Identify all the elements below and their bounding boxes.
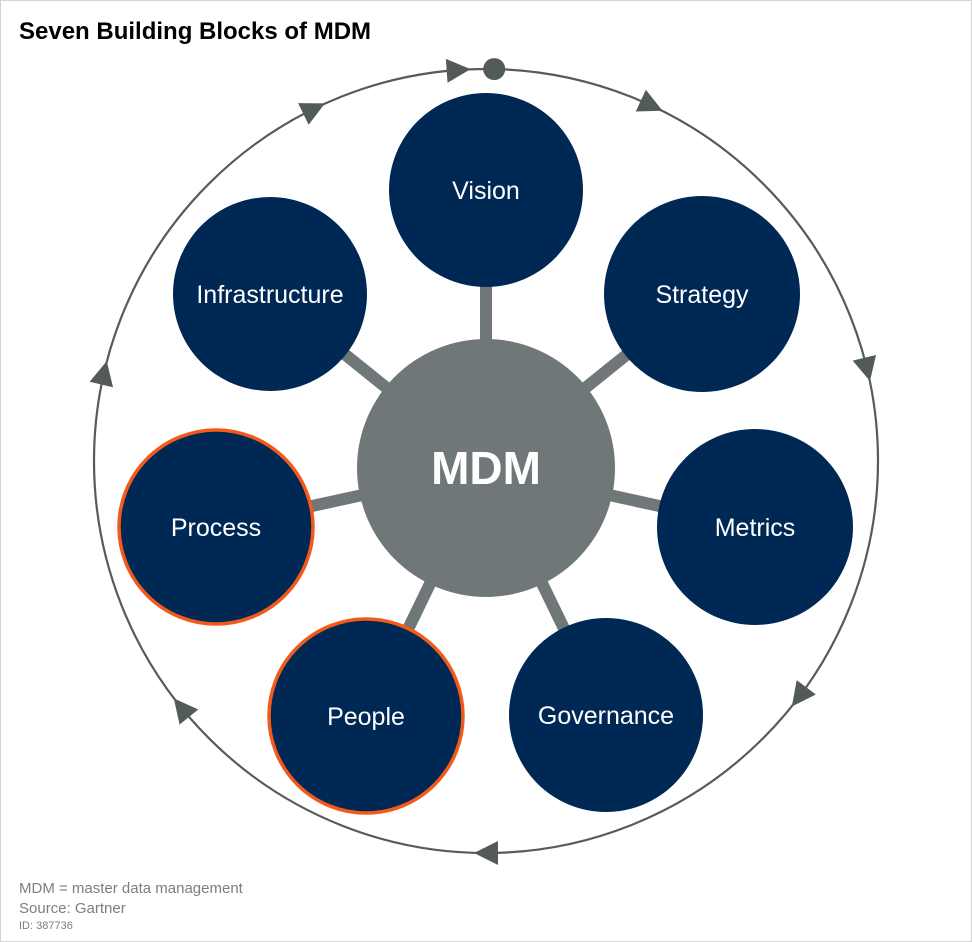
footer-source: Source: Gartner — [19, 900, 126, 917]
block-process: Process — [117, 428, 315, 626]
cycle-arrowhead — [474, 841, 498, 865]
cycle-arrowhead — [445, 58, 471, 83]
cycle-arrowhead — [791, 680, 816, 707]
figure-title: Seven Building Blocks of MDM — [19, 18, 372, 45]
mdm-center-label: MDM — [431, 442, 541, 494]
cycle-arrowhead — [89, 361, 114, 388]
block-circle-people — [267, 617, 465, 815]
cycle-arrows — [89, 58, 877, 865]
cycle-start-dot — [483, 58, 506, 81]
block-label-infrastructure: Infrastructure — [196, 281, 343, 309]
block-governance: Governance — [509, 618, 703, 812]
block-circle-governance — [509, 618, 703, 812]
block-vision: Vision — [389, 93, 583, 287]
footer-definition: MDM = master data management — [19, 880, 243, 897]
block-label-vision: Vision — [452, 177, 520, 205]
block-label-governance: Governance — [538, 702, 674, 730]
block-label-people: People — [327, 703, 405, 731]
block-people: People — [267, 617, 465, 815]
mdm-center-circle — [357, 339, 615, 597]
block-infrastructure: Infrastructure — [173, 197, 367, 391]
cycle-arrowhead — [635, 89, 663, 112]
cycle-arrowhead — [852, 355, 877, 382]
block-circle-infrastructure — [173, 197, 367, 391]
block-label-metrics: Metrics — [715, 514, 796, 542]
block-circle-process — [117, 428, 315, 626]
block-circle-strategy — [604, 196, 800, 392]
cycle-arrowhead — [173, 698, 199, 725]
footer-id: ID: 387736 — [19, 920, 73, 932]
block-label-process: Process — [171, 514, 261, 542]
block-metrics: Metrics — [657, 429, 853, 625]
cycle-arrowhead — [298, 103, 325, 125]
block-strategy: Strategy — [604, 196, 800, 392]
block-circle-metrics — [657, 429, 853, 625]
block-label-strategy: Strategy — [655, 281, 749, 309]
block-circle-vision — [389, 93, 583, 287]
